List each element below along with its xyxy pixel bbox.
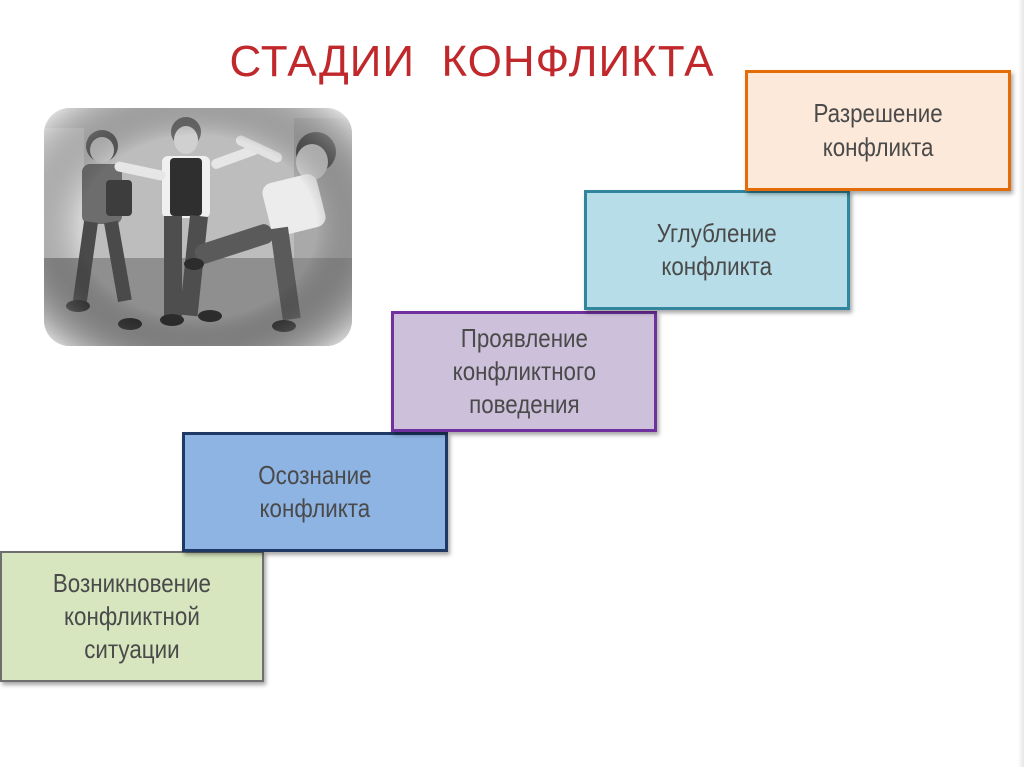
stage-3-label: Проявление конфликтного поведения [452,322,596,420]
stage-5-label: Разрешение конфликта [813,98,943,162]
stage-4-label: Углубление конфликта [657,217,777,281]
stage-2-label: Осознание конфликта [258,459,372,523]
stage-5-box: Разрешение конфликта [745,70,1011,191]
stage-1-box: Возникновение конфликтной ситуации [0,551,264,682]
stage-3-box: Проявление конфликтного поведения [391,311,657,432]
slide-edge-shadow [1018,0,1024,767]
slide-title: СТАДИИ КОНФЛИКТА [229,37,715,86]
stage-1-label: Возникновение конфликтной ситуации [52,567,212,665]
stage-2-box: Осознание конфликта [182,432,448,552]
stage-4-box: Углубление конфликта [584,190,850,310]
children-fighting-photo [44,108,352,346]
photo-illustration [44,108,352,346]
